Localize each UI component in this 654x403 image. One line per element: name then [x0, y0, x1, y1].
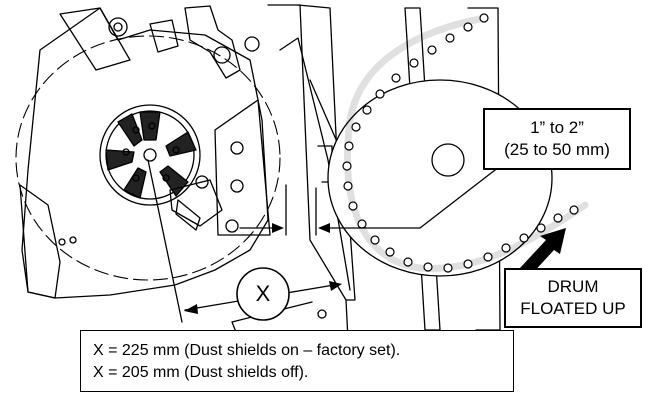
gap-arrowhead-left [272, 223, 284, 233]
gap-callout-metric: (25 to 50 mm) [504, 140, 610, 159]
frame-bolt [317, 309, 327, 319]
top-fitting [184, 5, 241, 79]
fitting-knob-2 [244, 36, 260, 52]
housing-outline [21, 7, 269, 299]
small-pin-2 [69, 236, 77, 244]
hub-bolt-2 [172, 146, 180, 154]
hub-bolt-1 [148, 122, 156, 130]
x-arrowhead-right [329, 281, 342, 291]
drum-callout-line-2: FLOATED UP [520, 299, 626, 318]
hub-outer [99, 104, 201, 206]
hub-bolt-6 [132, 126, 140, 134]
sweep-circle [15, 35, 281, 281]
hub-bolt-4 [132, 174, 140, 182]
top-bolt [108, 17, 128, 37]
x-note-shields-off: X = 205 mm (Dust shields off). [93, 364, 309, 381]
frame-member [231, 4, 349, 343]
plate-hole-2 [230, 179, 244, 193]
motor-fitting [195, 175, 209, 189]
fitting-knob [213, 46, 231, 64]
top-bolt-inner [113, 22, 123, 32]
gap-leader-diagonal [419, 159, 509, 229]
hub-center [143, 148, 157, 162]
x-ref-line [147, 159, 183, 323]
hub-spokes [105, 111, 197, 199]
chain-links [342, 13, 579, 273]
gap-callout-imperial: 1” to 2” [530, 118, 584, 137]
mounting-plate [214, 99, 271, 236]
gap-arrowhead-right [318, 223, 330, 233]
plate-hole-1 [230, 141, 244, 155]
x-dimension-label: X [255, 281, 271, 306]
drum-floated-callout: DRUM FLOATED UP [504, 268, 642, 328]
drum-center [431, 143, 465, 177]
small-pin [58, 238, 66, 246]
gap-callout: 1” to 2” (25 to 50 mm) [483, 108, 631, 170]
drum-callout-line-1: DRUM [547, 277, 599, 296]
motor-body [169, 179, 223, 227]
x-dimension-note: X = 225 mm (Dust shields on – factory se… [80, 330, 514, 392]
hub-bolt-5 [122, 148, 130, 156]
plate-hole-3 [225, 219, 239, 233]
frame-arm [279, 37, 351, 291]
x-dimension-circle [236, 267, 290, 321]
motor-shaft [175, 199, 201, 231]
hub-bolt-3 [162, 174, 170, 182]
housing-flange [19, 184, 61, 299]
x-arrowhead-left [184, 304, 198, 314]
float-arrow [520, 228, 566, 276]
x-note-shields-on: X = 225 mm (Dust shields on – factory se… [93, 342, 401, 359]
upper-bracket [149, 19, 179, 53]
arrowheads [184, 223, 342, 314]
